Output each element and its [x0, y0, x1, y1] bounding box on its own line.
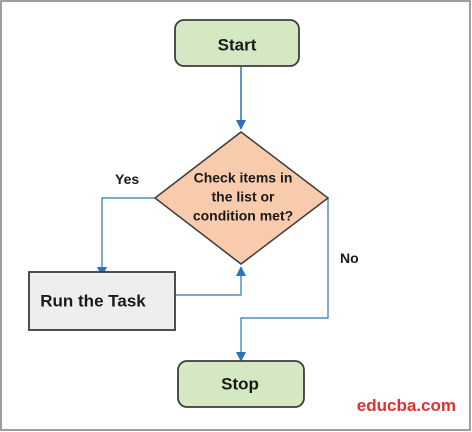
watermark-text: educba.com	[357, 396, 456, 415]
task-label: Run the Task	[40, 291, 146, 310]
yes-edge-label: Yes	[115, 171, 139, 187]
stop-label: Stop	[221, 374, 259, 393]
decision-line-1: Check items in	[194, 170, 293, 186]
task-node	[28, 271, 176, 331]
start-label: Start	[218, 35, 257, 54]
decision-line-3: condition met?	[193, 208, 293, 224]
no-edge-label: No	[340, 250, 359, 266]
start-node	[174, 19, 300, 67]
decision-line-2: the list or	[211, 189, 275, 205]
decision-node	[153, 131, 330, 265]
arrow-decision-no-to-stop	[236, 198, 329, 362]
stop-node	[177, 360, 305, 408]
arrow-decision-yes-to-task	[97, 197, 155, 277]
arrow-task-back-to-decision	[175, 266, 246, 296]
